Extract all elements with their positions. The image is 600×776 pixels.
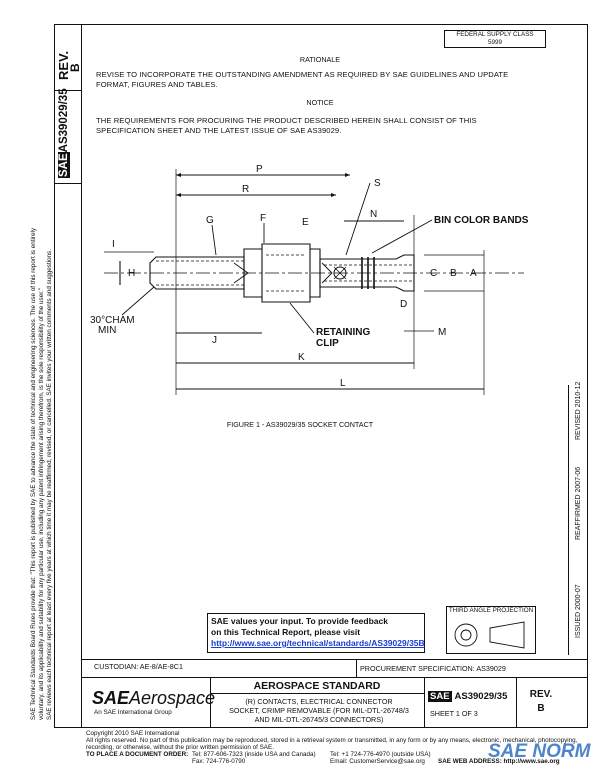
description-line-2: SOCKET, CRIMP REMOVABLE (FOR MIL-DTL-267… xyxy=(229,706,409,715)
fsc-stamp xyxy=(444,30,546,48)
sae-norm-watermark: SAE NORM xyxy=(488,741,591,762)
dim-c-label: C xyxy=(430,268,437,279)
description-line-3: AND MIL-DTL-26745/3 CONNECTORS) xyxy=(254,715,384,724)
dim-e-label: E xyxy=(302,217,309,228)
fsc-line-2: 5999 xyxy=(487,39,502,46)
tel-inside: Tel: 877-606-7323 (inside USA and Canada… xyxy=(192,751,316,758)
dim-h-label: H xyxy=(128,268,135,279)
footer-rev-value: B xyxy=(537,703,545,714)
reaffirmed-date: REAFFIRMED 2007-06 xyxy=(575,466,582,540)
dim-l-label: L xyxy=(340,378,346,389)
dim-k-label: K xyxy=(298,352,305,363)
dim-m-label: M xyxy=(438,327,446,338)
feedback-link[interactable]: http://www.sae.org/technical/standards/A… xyxy=(211,638,425,648)
standard-title: AEROSPACE STANDARD xyxy=(253,680,381,692)
revised-date: REVISED 2010-12 xyxy=(575,381,582,440)
dim-d-label: D xyxy=(400,299,407,310)
third-angle-projection-icon xyxy=(454,621,525,649)
disclaimer-line-1: SAE Technical Standards Board Rules prov… xyxy=(30,227,37,720)
dim-a-label: A xyxy=(470,268,477,279)
sheet-number: SHEET 1 OF 3 xyxy=(430,709,478,718)
copyright-line-2: All rights reserved. No part of this pub… xyxy=(86,737,578,744)
socket-contact-drawing: P R S N BIN COLOR BANDS G F E I H C B A … xyxy=(90,164,529,395)
fsc-line-1: FEDERAL SUPPLY CLASS xyxy=(456,31,534,38)
feedback-box xyxy=(207,613,425,653)
copyright-line-3: recording, or otherwise, without the pri… xyxy=(86,744,274,751)
dim-s-label: S xyxy=(374,178,381,189)
disclaimer-line-3: SAE reviews each technical report at lea… xyxy=(46,249,53,720)
web-address: SAE WEB ADDRESS: http://www.sae.org xyxy=(438,758,560,765)
brand-tagline: An SAE International Group xyxy=(94,709,172,716)
fax: Fax: 724-776-0790 xyxy=(192,758,246,765)
sae-aerospace-logo: SAEAerospace xyxy=(92,688,216,708)
projection-label: THIRD ANGLE PROJECTION xyxy=(448,607,534,614)
dim-p-label: P xyxy=(256,164,263,175)
footer-rev-label: REV. xyxy=(529,689,553,700)
feedback-line-2: on this Technical Report, please visit xyxy=(211,627,361,637)
dim-n-label: N xyxy=(370,209,377,220)
disclaimer-line-2: voluntary, and its applicability and sui… xyxy=(38,288,45,720)
feedback-line-1: SAE values your input. To provide feedba… xyxy=(211,616,388,626)
custodian: CUSTODIAN: AE-8/AE-8C1 xyxy=(94,662,183,671)
tel-outside: Tel: +1 724-776-4970 (outside USA) xyxy=(330,751,431,758)
issued-date: ISSUED 2000-07 xyxy=(575,584,582,638)
projection-box xyxy=(446,606,536,654)
order-label: TO PLACE A DOCUMENT ORDER: xyxy=(86,751,189,758)
inspection-hole xyxy=(333,266,347,280)
procurement-spec: PROCUREMENT SPECIFICATION: AS39029 xyxy=(360,664,506,673)
email: Email: CustomerService@sae.org xyxy=(330,758,425,765)
chamfer-label-2: MIN xyxy=(98,325,116,336)
rev-value: B xyxy=(68,63,82,72)
copyright-line-1: Copyright 2010 SAE International xyxy=(86,730,180,737)
retaining-clip-label-2: CLIP xyxy=(316,338,339,349)
left-strip xyxy=(54,24,82,728)
dim-j-label: J xyxy=(212,335,217,346)
dim-g-label: G xyxy=(206,215,214,226)
sae-badge: SAE xyxy=(58,152,70,178)
dim-r-label: R xyxy=(242,184,249,195)
doc-number-vertical: SAEAS39029/35 xyxy=(58,88,70,178)
notice-title: NOTICE xyxy=(306,98,334,107)
retaining-clip-label-1: RETAINING xyxy=(316,327,370,338)
notice-text: THE REQUIREMENTS FOR PROCURING THE PRODU… xyxy=(96,116,477,135)
description-line-1: (R) CONTACTS, ELECTRICAL CONNECTOR xyxy=(245,697,393,706)
dim-i-label: I xyxy=(112,239,115,250)
rationale-text: REVISE TO INCORPORATE THE OUTSTANDING AM… xyxy=(96,70,509,89)
dim-f-label: F xyxy=(260,213,266,224)
bin-color-bands-label: BIN COLOR BANDS xyxy=(434,215,529,226)
figure-caption: FIGURE 1 - AS39029/35 SOCKET CONTACT xyxy=(226,420,374,429)
dim-b-label: B xyxy=(450,268,457,279)
rationale-title: RATIONALE xyxy=(299,55,341,64)
chamfer-label-1: 30°CHAM xyxy=(90,315,135,326)
footer-sae-badge: SAE xyxy=(428,691,452,702)
